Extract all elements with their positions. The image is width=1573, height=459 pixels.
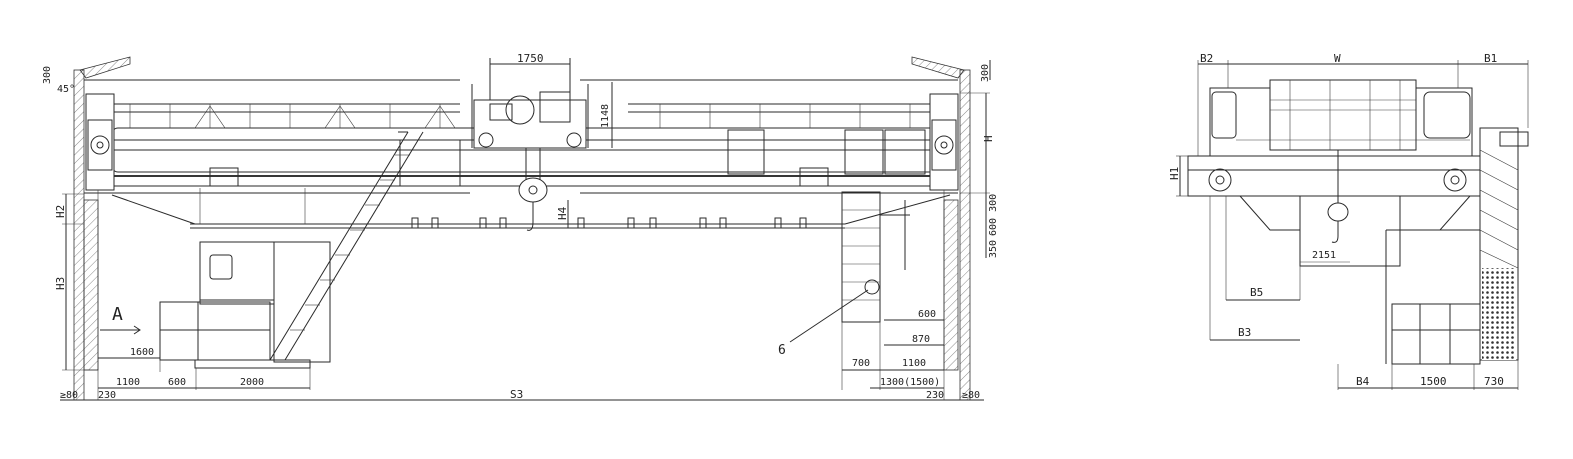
front-view: 1750 300 45° 300 H H2 H3 H4 1148 600 300… <box>42 52 999 401</box>
side-cab <box>1385 229 1481 365</box>
staircase <box>269 131 424 361</box>
dim-w: W <box>1334 52 1341 65</box>
dim-80-right: ≥80 <box>962 390 980 401</box>
dim-2151: 2151 <box>1312 250 1336 261</box>
side-ladder <box>1479 127 1529 361</box>
trolley <box>471 84 589 149</box>
dim-span: S3 <box>510 388 523 401</box>
right-wall <box>911 56 971 401</box>
handrail <box>99 103 950 129</box>
right-end-carriage <box>929 93 959 191</box>
catwalk-clamps <box>411 217 807 229</box>
dim-b3: B3 <box>1238 326 1251 339</box>
side-dimension-lines <box>1179 63 1528 389</box>
dim-1300: 1300(1500) <box>880 377 940 388</box>
left-end-carriage <box>85 93 115 191</box>
dim-trolley-width: 1750 <box>517 52 544 65</box>
ladder <box>841 191 910 323</box>
dim-730: 730 <box>1484 375 1504 388</box>
dim-600: 600 <box>168 377 186 388</box>
dim-230-left: 230 <box>98 390 116 401</box>
dim-1600: 1600 <box>130 347 154 358</box>
dim-870: 870 <box>912 334 930 345</box>
cab-platform <box>159 301 311 369</box>
dim-h2: H2 <box>54 205 67 218</box>
dim-h3: H3 <box>54 277 67 290</box>
dim-b2: B2 <box>1200 52 1213 65</box>
dim-h4: H4 <box>556 206 569 220</box>
dim-230-right: 230 <box>926 390 944 401</box>
dim-top-right-300: 300 <box>980 64 991 82</box>
dim-1100: 1100 <box>116 377 140 388</box>
dim-1148: 1148 <box>600 104 611 128</box>
dim-b4: B4 <box>1356 375 1370 388</box>
dim-600-300: 600 300 <box>988 194 999 236</box>
dim-1100-right: 1100 <box>902 358 926 369</box>
dim-b5: B5 <box>1250 286 1263 299</box>
left-wall <box>73 56 131 401</box>
dim-600-right: 600 <box>918 309 936 320</box>
dim-350: 350 <box>988 240 999 258</box>
label-a: A <box>112 304 123 325</box>
dim-1500: 1500 <box>1420 375 1447 388</box>
hook <box>518 148 548 231</box>
leader-6: 6 <box>778 343 786 358</box>
front-dimension-lines <box>60 58 991 401</box>
dim-h: H <box>982 135 995 142</box>
dim-b1: B1 <box>1484 52 1497 65</box>
dim-2000: 2000 <box>240 377 264 388</box>
dim-80-left: ≥80 <box>60 390 78 401</box>
dim-top-left-300: 300 <box>42 66 53 84</box>
side-view: B2 W B1 H1 2151 B5 B3 B4 1500 730 <box>1168 52 1529 390</box>
dim-h1: H1 <box>1168 167 1181 180</box>
dim-700: 700 <box>852 358 870 369</box>
dim-angle: 45° <box>57 84 75 95</box>
